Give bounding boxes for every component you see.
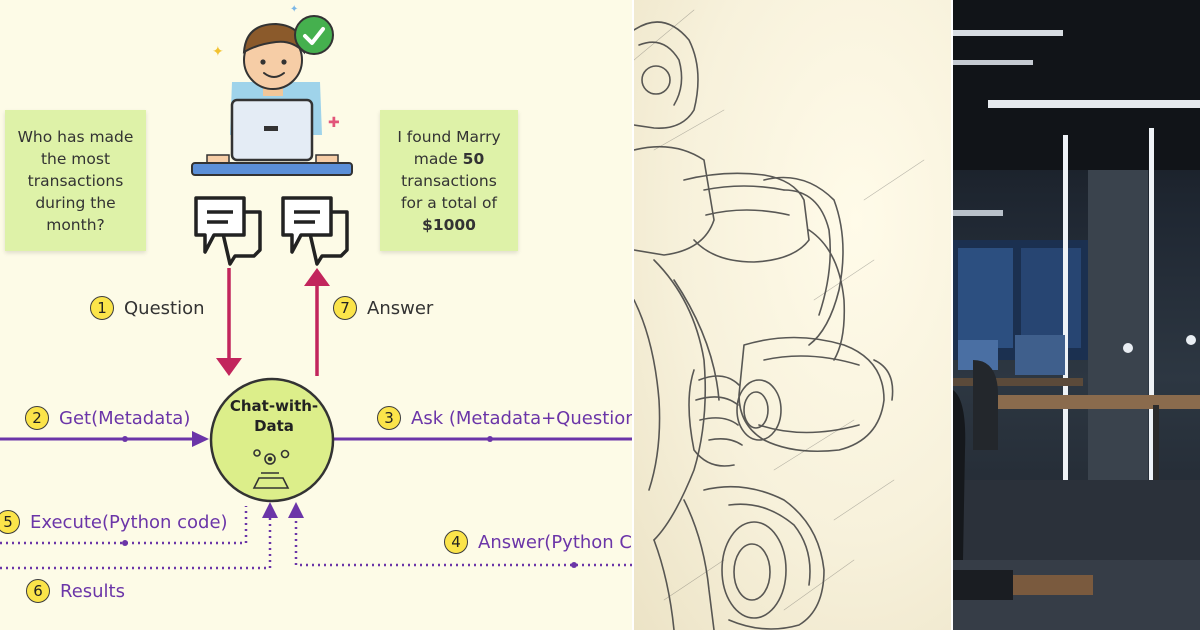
hub-label: Chat-with- Data bbox=[212, 396, 336, 436]
step-label: Ask (Metadata+Question bbox=[411, 407, 632, 429]
step-number: 4 bbox=[444, 530, 468, 554]
diagram-lines: ✦ ✚ ✦ bbox=[0, 4, 632, 570]
results-flow bbox=[0, 516, 272, 570]
step-number: 3 bbox=[377, 406, 401, 430]
step-results: 6 Results bbox=[26, 579, 125, 603]
get-metadata-arrow bbox=[0, 431, 209, 447]
step-label: Execute(Python code) bbox=[30, 511, 228, 533]
answer-arrow bbox=[304, 268, 330, 376]
chat-with-data-hub bbox=[209, 377, 335, 503]
step-number: 2 bbox=[25, 406, 49, 430]
step-label: Results bbox=[60, 580, 125, 602]
diagram-panel: ✦ ✚ ✦ bbox=[0, 0, 632, 630]
svg-text:✦: ✦ bbox=[212, 44, 224, 60]
hub-label-line1: Chat-with- bbox=[229, 397, 319, 415]
check-badge-icon bbox=[294, 15, 334, 55]
answer-note-count: 50 bbox=[462, 149, 485, 168]
answer-note-part2: transactions for a total of bbox=[401, 171, 497, 212]
step-ask: 3 Ask (Metadata+Question bbox=[377, 406, 632, 430]
step-get-metadata: 2 Get(Metadata) bbox=[25, 406, 190, 430]
answer-note-part1: I found Marry made bbox=[397, 127, 501, 168]
answer-note-amount: $1000 bbox=[422, 215, 476, 234]
step-answer: 7 Answer bbox=[333, 296, 433, 320]
svg-text:✦: ✦ bbox=[290, 4, 298, 15]
step-label: Answer bbox=[367, 297, 434, 319]
step-number: 1 bbox=[90, 296, 114, 320]
question-arrow bbox=[216, 268, 242, 376]
ask-arrow bbox=[332, 436, 632, 442]
question-note-text: Who has made the most transactions durin… bbox=[17, 127, 134, 234]
robot-sketch-drawing bbox=[634, 9, 925, 630]
question-note: Who has made the most transactions durin… bbox=[5, 110, 146, 251]
office-photo bbox=[953, 0, 1200, 630]
step-question: 1 Question bbox=[90, 296, 205, 320]
step-number: 7 bbox=[333, 296, 357, 320]
office-scene bbox=[953, 0, 1200, 630]
gears-icon bbox=[252, 449, 290, 489]
hub-label-line2: Data bbox=[254, 417, 294, 435]
divider bbox=[951, 0, 953, 630]
user-at-laptop-icon: ✦ ✚ ✦ bbox=[191, 4, 353, 176]
answer-code-flow bbox=[294, 516, 632, 567]
step-number: 6 bbox=[26, 579, 50, 603]
answer-note: I found Marry made 50 transactions for a… bbox=[380, 110, 518, 251]
divider bbox=[632, 0, 634, 630]
step-number: 5 bbox=[0, 510, 20, 534]
step-execute: 5 Execute(Python code) bbox=[0, 510, 228, 534]
step-label: Get(Metadata) bbox=[59, 407, 191, 429]
chat-bubbles-icon bbox=[194, 196, 349, 266]
robot-sketch bbox=[634, 0, 951, 630]
step-answer-code: 4 Answer(Python C bbox=[444, 530, 632, 554]
svg-text:✚: ✚ bbox=[328, 115, 340, 131]
step-label: Question bbox=[124, 297, 205, 319]
execute-flow bbox=[0, 506, 248, 545]
step-label: Answer(Python C bbox=[478, 531, 632, 553]
answer-note-text: I found Marry made 50 transactions for a… bbox=[390, 126, 508, 236]
